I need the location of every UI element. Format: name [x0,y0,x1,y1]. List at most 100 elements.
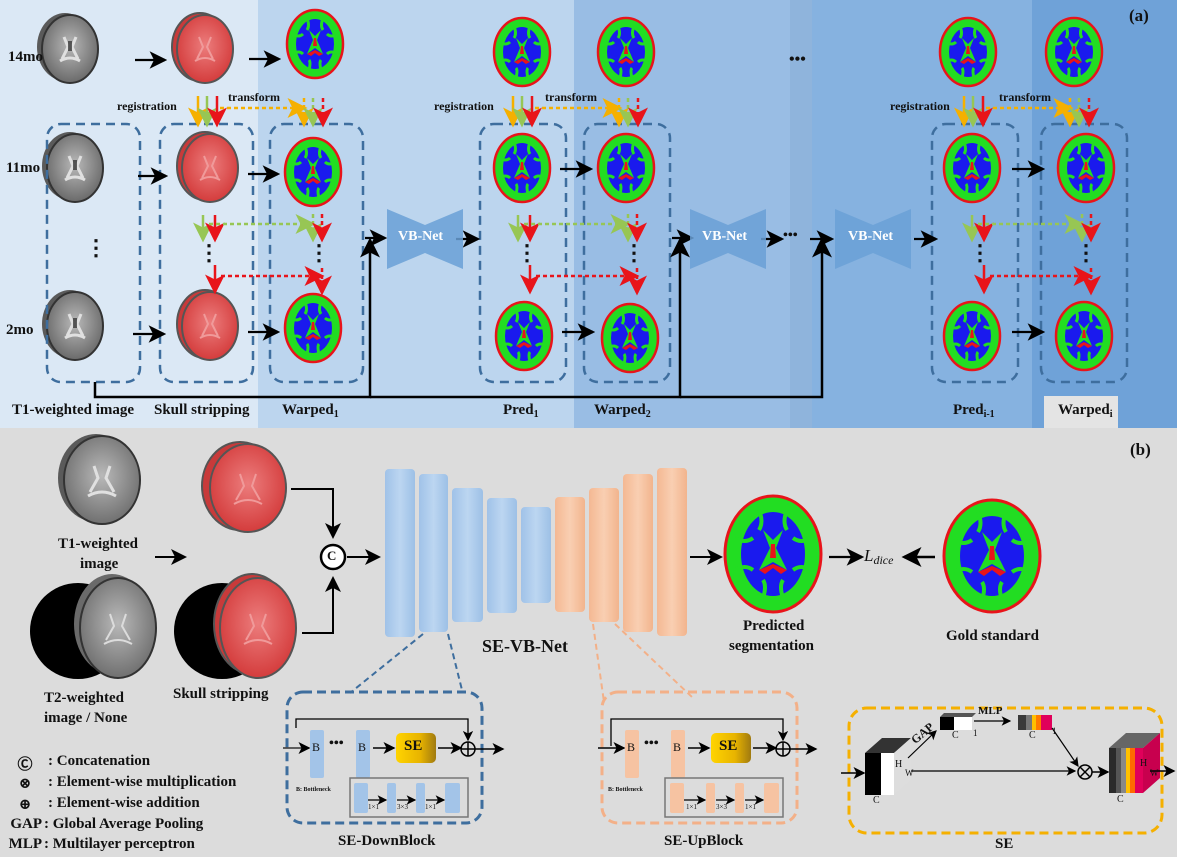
se-downblock-diagram [283,690,505,825]
encoder-layer-2 [419,474,448,632]
concat-symbol: C [327,548,337,563]
up-conv-3: 1×1 [745,803,756,811]
panel-b-tag: (b) [1130,440,1151,459]
encoder-layer-1 [385,469,415,637]
up-block-title: SE-UpBlock [664,833,744,849]
warped1-2mo-seg [283,292,343,364]
se-vb-net-decoder [555,468,687,636]
stage-label-warped2: Warped2 [594,402,651,420]
pred1-bottom-seg [494,300,554,372]
legend-text-multiply: : Element-wise multiplication [48,774,237,790]
se-mlp-label: MLP [978,705,1003,717]
se-output-w: W [1150,768,1159,778]
skull-input-image-top [201,441,287,533]
vbnet-label-3: VB-Net [848,229,894,244]
up-ellipsis: ••• [644,736,659,751]
warpedi-top-seg [1044,16,1104,88]
se-input-c: C [873,795,880,806]
stage-label-warped1: Warped1 [282,402,339,420]
down-se-label: SE [404,738,423,754]
row-label-11mo: 11mo [6,160,41,176]
skull-input-image-bottom [174,573,297,679]
stage-label-t1: T1-weighted image [12,402,135,418]
encoder-layer-4 [487,498,517,613]
up-conv-1: 1×1 [686,803,697,811]
t2-label-line2: image / None [44,710,128,726]
se-input-h: H [895,759,903,770]
t1-label-line1: T1-weighted [58,536,138,552]
se-output-c: C [1117,794,1124,805]
row-label-14mo: 14mo [8,49,43,65]
up-conv-2: 3×3 [716,803,727,811]
down-conv-1: 1×1 [368,803,379,811]
group-box-warped2 [582,122,672,384]
t2-label-line1: T2-weighted [44,690,124,706]
group-box-pred1 [478,122,568,384]
down-block-title: SE-DownBlock [338,833,436,849]
ellipsis-top: ••• [789,51,806,68]
t2-input-image [30,574,157,679]
panel-a-graphics [35,8,1129,399]
se-block-diagram [841,706,1176,835]
concatenation-icon [319,543,347,571]
band-gap [790,0,812,428]
vdots-warpedi: ⋮ [1075,240,1097,265]
vdots-skull: ⋮ [198,240,220,265]
down-b1-label: B [312,740,321,754]
predi-mid-seg [942,132,1002,204]
warped2-bottom-seg [600,302,660,374]
down-b2-label: B [358,740,367,754]
skull-14mo-image [171,12,234,84]
legend-symbol-gap: GAP [10,816,42,832]
transform-label-1: transform [228,90,280,104]
vdots-warped2: ⋮ [623,240,645,265]
pred-label-line1: Predicted [743,618,805,634]
pred1-top-seg [492,16,552,88]
t1-input-image [58,434,141,525]
group-box-t1 [45,122,142,384]
warpedi-bottom-seg [1054,300,1114,372]
warped2-mid-seg [596,132,656,204]
se-block-title: SE [995,836,1014,852]
decoder-layer-4 [657,468,687,636]
panel-b: (b) T1-weighted image T2-weighted image … [0,428,1177,857]
vbnet-label-2: VB-Net [702,229,748,244]
down-conv-2: 3×3 [397,803,408,811]
panel-a-tag: (a) [1129,6,1149,25]
registration-label-2: registration [434,99,494,113]
group-box-predi [930,122,1020,384]
decoder-layer-2 [589,488,619,622]
pred-label-line2: segmentation [729,638,814,654]
ellipsis-mid: ••• [783,228,798,243]
decoder-layer-1 [555,497,585,612]
se-gap-one: 1 [973,728,978,738]
t1-14mo-image [35,11,100,85]
transform-label-2: transform [545,90,597,104]
panel-b-graphics [30,434,1176,835]
network-label: SE-VB-Net [482,636,568,656]
se-vb-net-encoder [385,469,551,637]
se-mlp-one: 1 [1052,726,1057,736]
predi-bottom-seg [942,300,1002,372]
group-box-warpedi [1039,122,1129,384]
up-bottleneck-label: B: Bottleneck [608,787,643,793]
legend-symbol-mlp: MLP [8,836,42,852]
transform-label-3: transform [999,90,1051,104]
t1-2mo-image [40,288,105,362]
stage-label-skull: Skull stripping [154,402,250,418]
skull-2mo-image [176,289,239,361]
legend-symbol-add: ⊕ [18,797,32,813]
warpedi-label-bg [1044,396,1118,428]
warped2-top-seg [596,16,656,88]
encoder-layer-3 [452,488,483,622]
vdots-pred1: ⋮ [516,240,538,265]
se-upblock-diagram [598,690,818,825]
legend-symbol-concat: Ⓒ [17,757,33,773]
loss-label: Ldice [864,546,894,567]
vdots-warped1: ⋮ [308,240,330,265]
vdots-predi: ⋮ [969,240,991,265]
vbnet-label-1: VB-Net [398,229,444,244]
up-b1-label: B [627,740,636,754]
down-conv-3: 1×1 [425,803,436,811]
warped1-11mo-seg [283,136,343,208]
